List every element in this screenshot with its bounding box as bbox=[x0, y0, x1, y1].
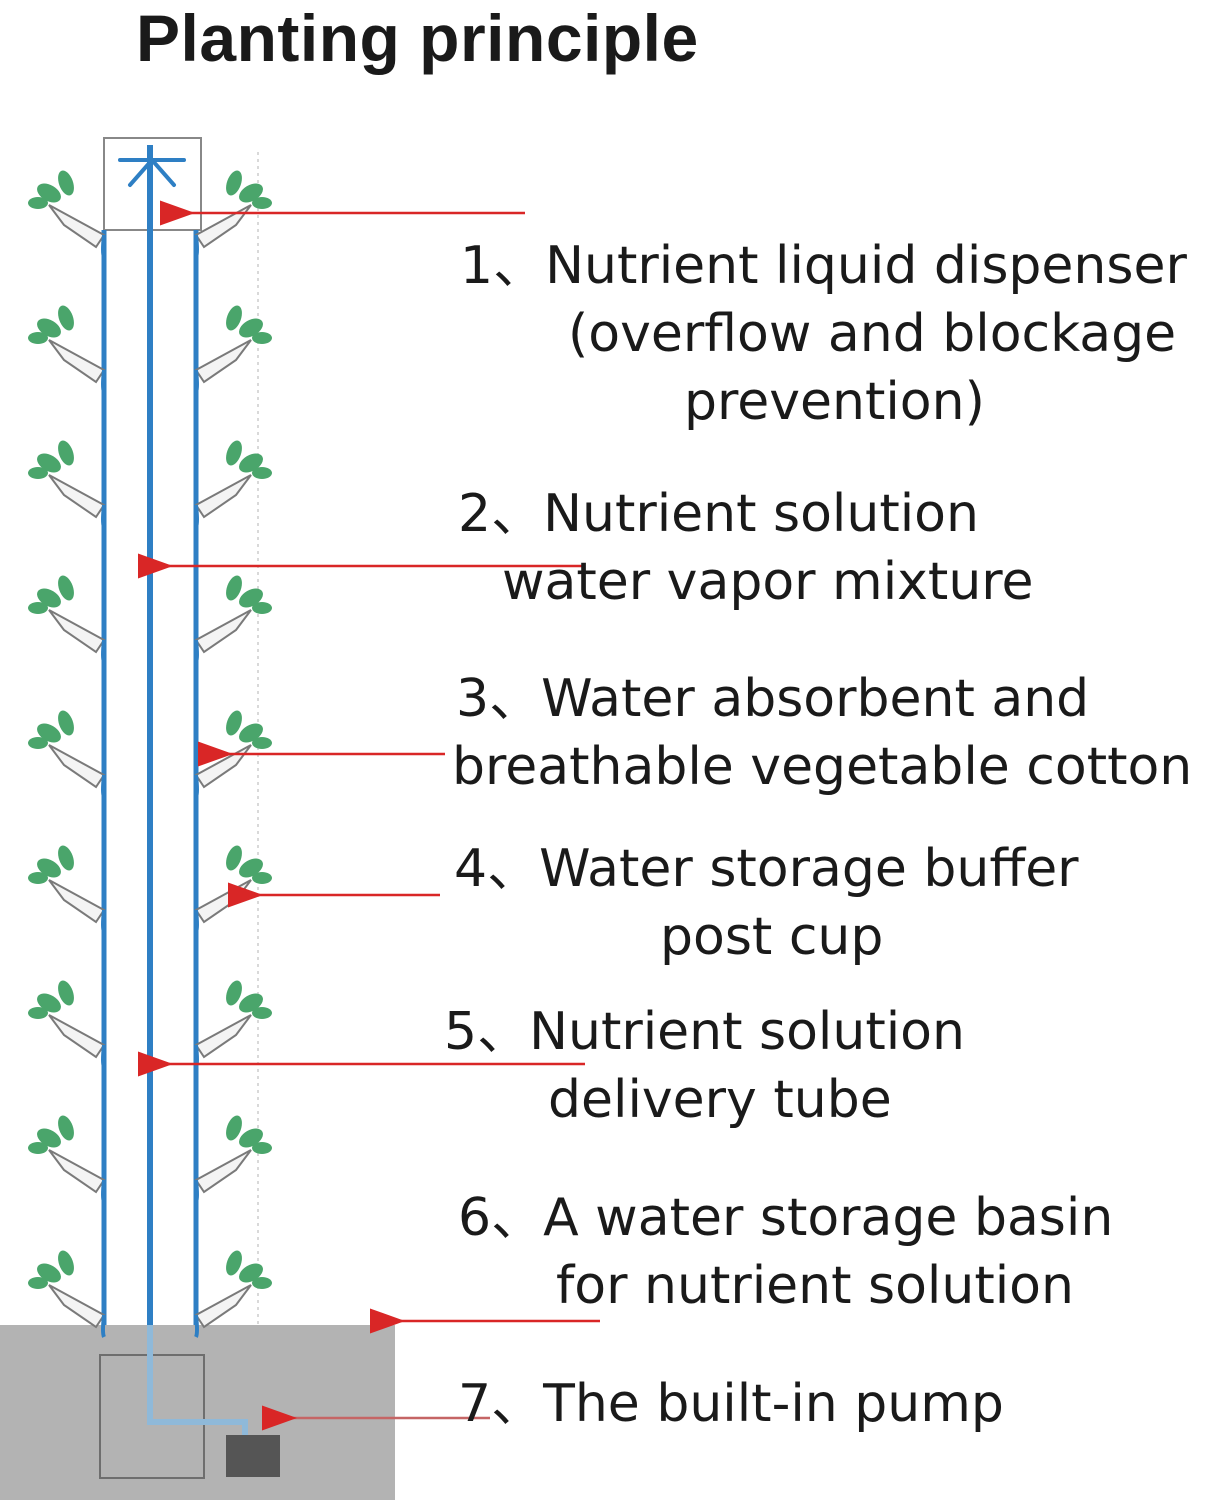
label-delivery-tube: 5、Nutrient solution delivery tube bbox=[444, 1002, 965, 1130]
callout-arrows bbox=[138, 200, 600, 1431]
label-water-storage-basin: 6、A water storage basin for nutrient sol… bbox=[458, 1188, 1114, 1316]
label-nutrient-liquid-dispenser: 1、Nutrient liquid dispenser (overflow an… bbox=[460, 236, 1187, 432]
planting-cups bbox=[28, 170, 272, 1338]
label-built-in-pump: 7、The built-in pump bbox=[458, 1374, 1004, 1434]
built-in-pump bbox=[226, 1435, 280, 1477]
page-title: Planting principle bbox=[136, 1, 699, 75]
water-storage-basin bbox=[0, 1325, 395, 1500]
label-vegetable-cotton: 3、Water absorbent and breathable vegetab… bbox=[452, 669, 1193, 797]
label-water-storage-buffer: 4、Water storage buffer post cup bbox=[454, 839, 1079, 967]
label-water-vapor-mixture: 2、Nutrient solution water vapor mixture bbox=[458, 484, 1034, 612]
